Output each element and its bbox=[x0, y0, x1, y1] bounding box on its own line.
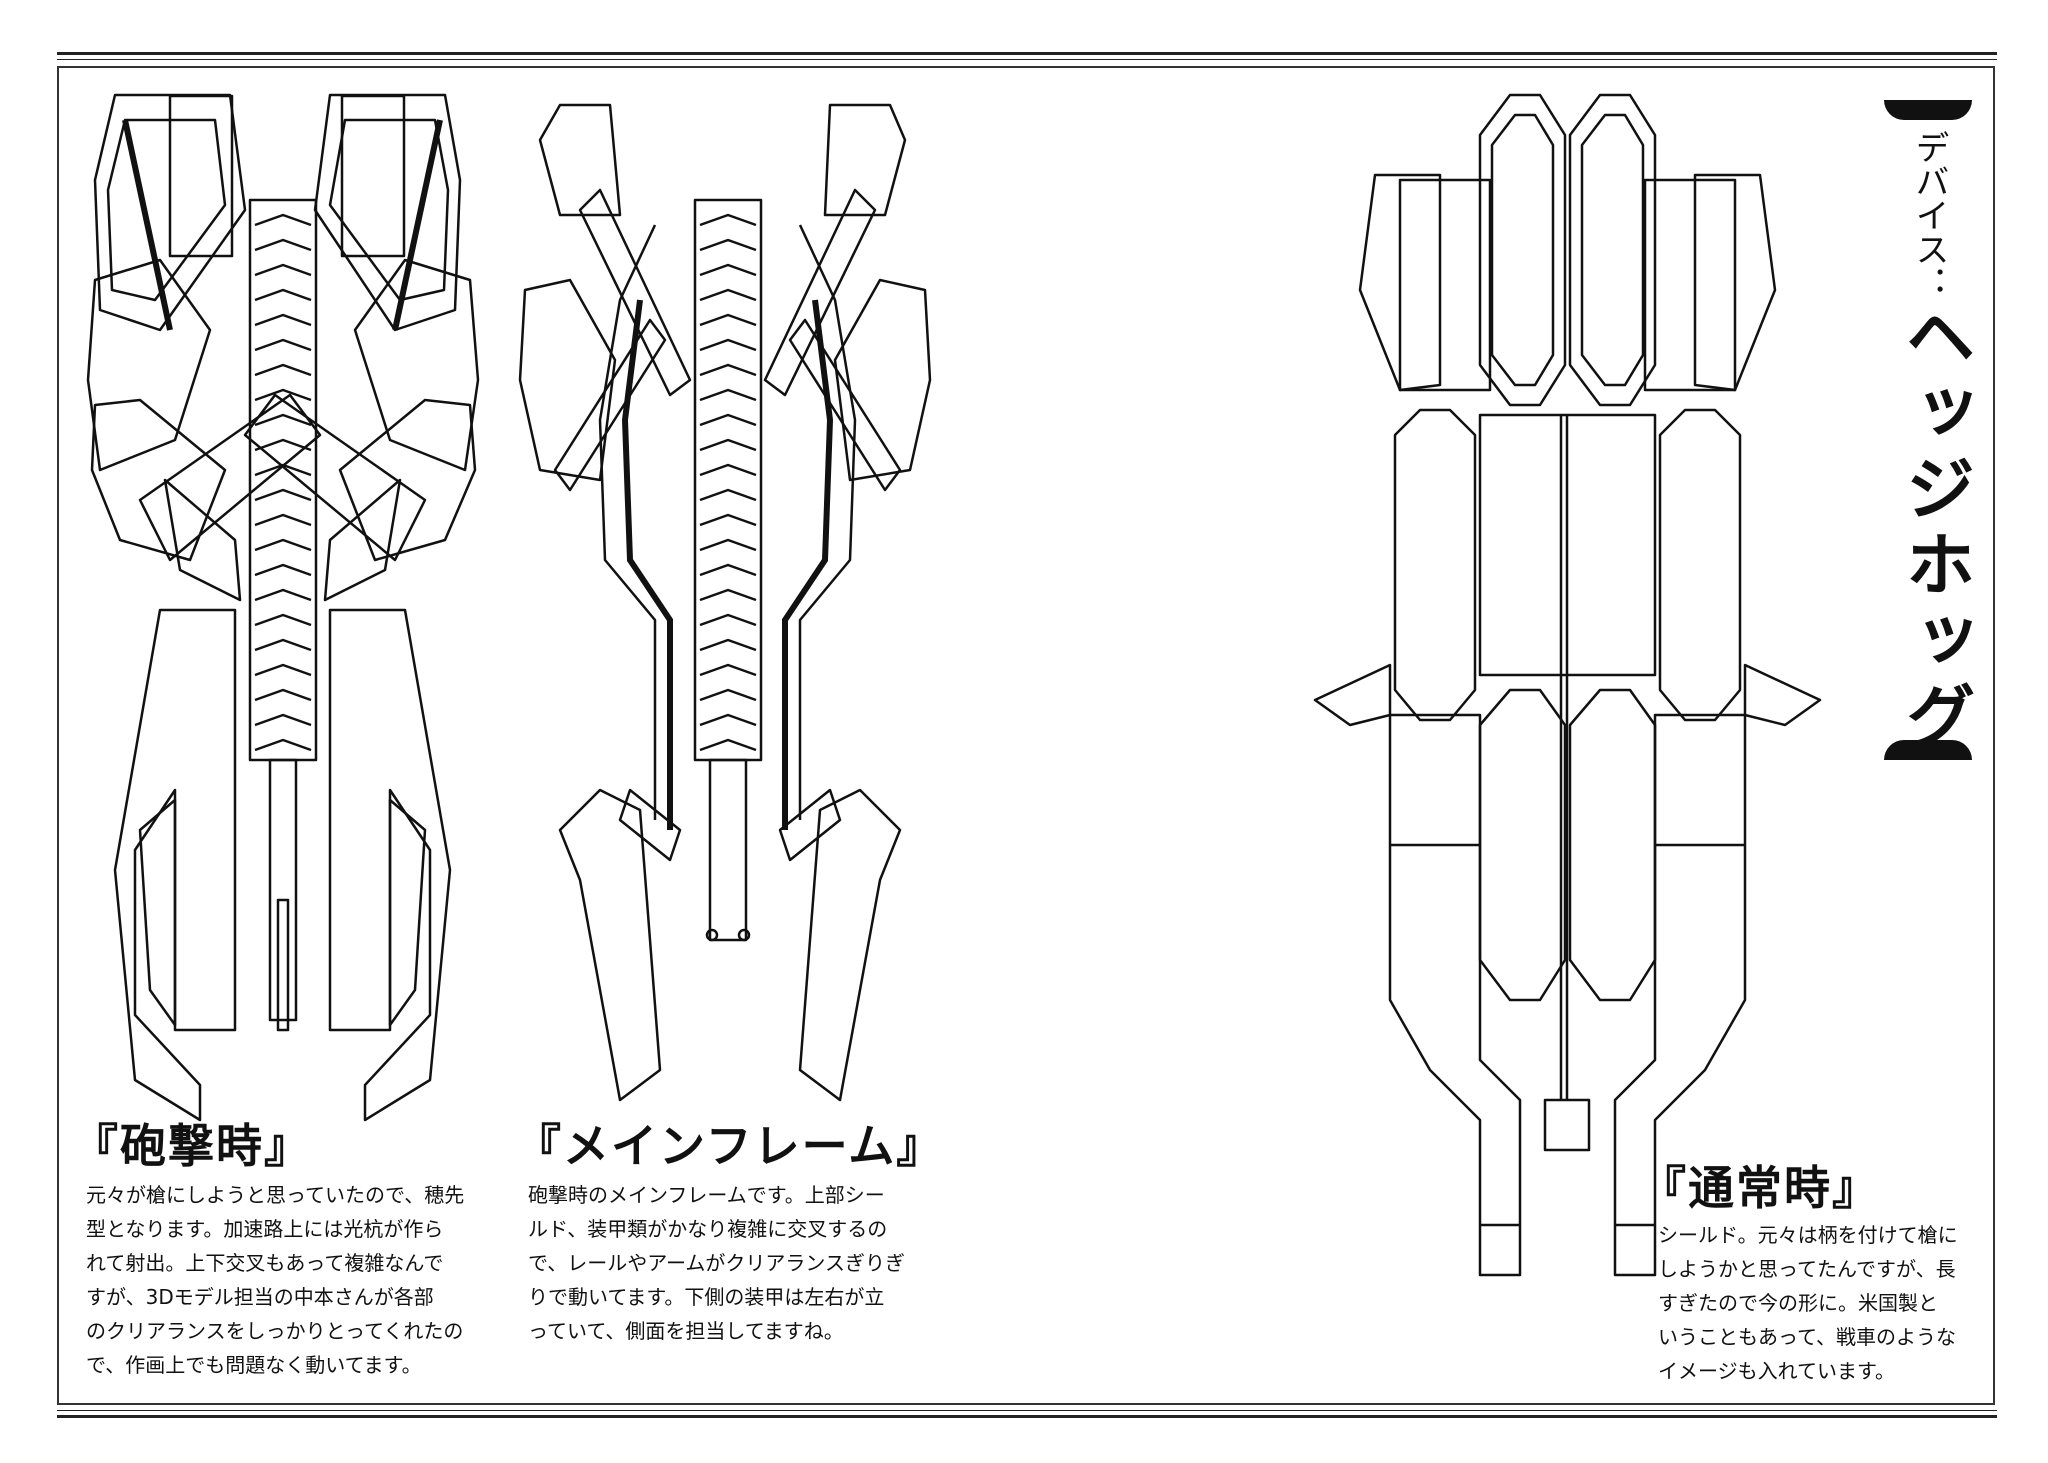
main-frame-title: 『メインフレーム』 bbox=[515, 1119, 945, 1173]
device-name: ヘッジホッグ bbox=[1894, 300, 1977, 756]
normal-mode-caption: シールド。元々は柄を付けて槍に しようかと思ってたんですが、長 すぎたので今の形… bbox=[1658, 1223, 1958, 1383]
title-bracket-top bbox=[1884, 100, 1972, 120]
main-frame-caption: 砲撃時のメインフレームです。上部シー ルド、装甲類がかなり複雑に交叉するの で、… bbox=[528, 1183, 905, 1343]
main-frame-drawing bbox=[518, 103, 932, 1102]
title-bracket-bottom bbox=[1884, 740, 1972, 760]
spine-segments bbox=[254, 213, 312, 752]
bombardment-mode-caption: 元々が槍にしようと思っていたので、穂先 型となります。加速路上には光杭が作ら れ… bbox=[86, 1183, 465, 1377]
page-frame bbox=[57, 66, 1995, 1405]
bottom-double-rule-2 bbox=[57, 1415, 1997, 1418]
top-double-rule-1 bbox=[57, 52, 1997, 55]
normal-mode-drawing bbox=[1313, 93, 1822, 1277]
normal-mode-title: 『通常時』 bbox=[1640, 1161, 1880, 1215]
header-label: デバイス： bbox=[1909, 130, 1949, 300]
bombardment-mode-title: 『砲撃時』 bbox=[72, 1119, 312, 1173]
top-double-rule-2 bbox=[57, 59, 1997, 60]
bottom-double-rule-1 bbox=[57, 1410, 1997, 1411]
bombardment-mode-drawing bbox=[86, 93, 480, 1122]
